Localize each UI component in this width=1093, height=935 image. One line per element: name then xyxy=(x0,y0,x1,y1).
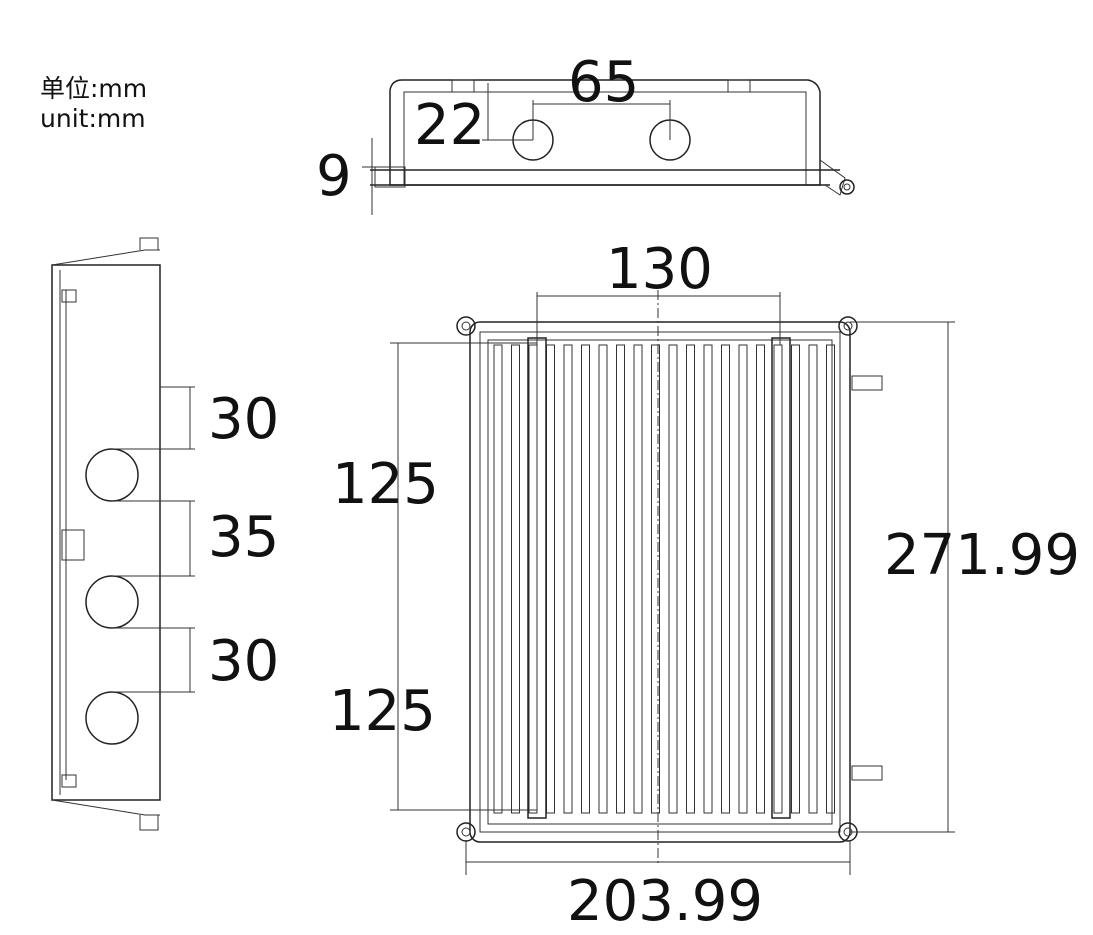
fin xyxy=(791,344,800,814)
dim-9: 9 xyxy=(316,144,352,209)
front-view xyxy=(390,290,955,875)
fin xyxy=(721,344,730,814)
fin xyxy=(826,344,835,814)
dim-30-lower: 30 xyxy=(208,629,279,694)
fin xyxy=(493,344,503,814)
dim-22: 22 xyxy=(414,93,485,158)
fin xyxy=(633,344,643,814)
dim-65: 65 xyxy=(568,50,639,115)
dim-203-99: 203.99 xyxy=(567,869,763,934)
dim-130: 130 xyxy=(606,237,713,302)
fin xyxy=(598,344,608,814)
fin xyxy=(528,344,538,814)
fin xyxy=(738,344,748,814)
fins xyxy=(493,344,835,814)
fin xyxy=(703,344,713,814)
fin xyxy=(808,344,818,814)
side-view xyxy=(51,237,195,831)
top-view xyxy=(362,79,855,215)
fin xyxy=(668,344,678,814)
unit-label-cn: 单位:mm xyxy=(40,74,148,103)
fin xyxy=(651,344,660,814)
dim-271-99: 271.99 xyxy=(884,523,1080,588)
fin xyxy=(511,344,520,814)
dim-30-upper: 30 xyxy=(208,387,279,452)
dim-35: 35 xyxy=(208,505,279,570)
fin xyxy=(616,344,625,814)
fin xyxy=(563,344,573,814)
dim-125-upper: 125 xyxy=(332,452,439,517)
fin xyxy=(756,344,765,814)
fin xyxy=(581,344,590,814)
fin xyxy=(773,344,783,814)
fin xyxy=(546,344,555,814)
unit-label-en: unit:mm xyxy=(40,104,146,133)
dim-125-lower: 125 xyxy=(329,679,436,744)
fin xyxy=(686,344,695,814)
